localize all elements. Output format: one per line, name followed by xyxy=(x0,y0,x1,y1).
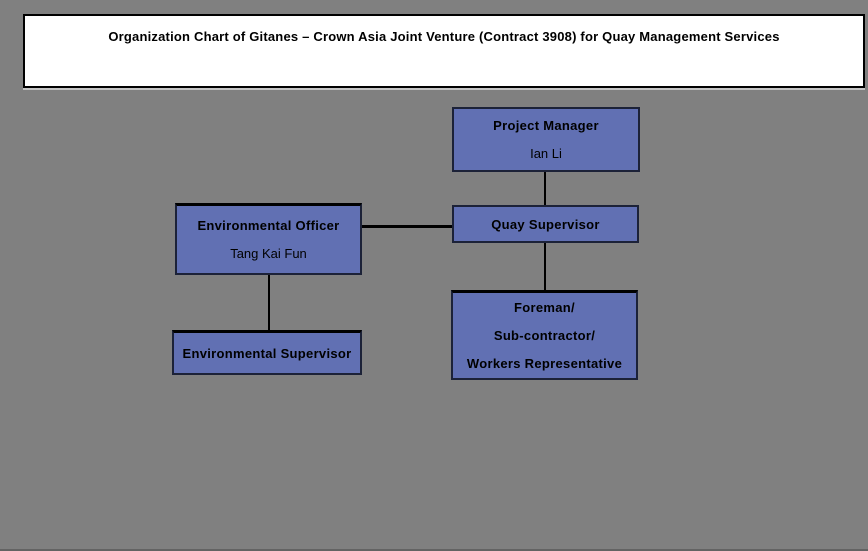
connector-environmental-officer-to-environmental-supervisor xyxy=(268,275,270,330)
node-project-manager[interactable]: Project Manager Ian Li xyxy=(452,107,640,172)
connector-environmental-officer-to-quay-supervisor xyxy=(362,225,452,228)
chart-title: Organization Chart of Gitanes – Crown As… xyxy=(108,29,780,44)
node-person: Ian Li xyxy=(530,146,562,161)
connector-project-manager-to-quay-supervisor xyxy=(544,172,546,205)
node-role: Environmental Supervisor xyxy=(182,345,352,361)
node-role: Quay Supervisor xyxy=(491,216,600,232)
node-role-line-3: Workers Representative xyxy=(466,356,623,371)
chart-title-box: Organization Chart of Gitanes – Crown As… xyxy=(23,14,865,88)
node-role: Environmental Officer xyxy=(197,218,340,233)
node-person: Tang Kai Fun xyxy=(230,246,307,261)
node-foreman-subcontractor-workers-representative[interactable]: Foreman/ Sub-contractor/ Workers Represe… xyxy=(451,290,638,380)
node-environmental-officer[interactable]: Environmental Officer Tang Kai Fun xyxy=(175,203,362,275)
node-quay-supervisor[interactable]: Quay Supervisor xyxy=(452,205,639,243)
connector-quay-supervisor-to-foreman xyxy=(544,243,546,290)
node-role-line-1: Foreman/ xyxy=(514,300,575,315)
node-role-line-2: Sub-contractor/ xyxy=(493,328,596,343)
node-environmental-supervisor[interactable]: Environmental Supervisor xyxy=(172,330,362,375)
node-role: Project Manager xyxy=(493,118,599,133)
